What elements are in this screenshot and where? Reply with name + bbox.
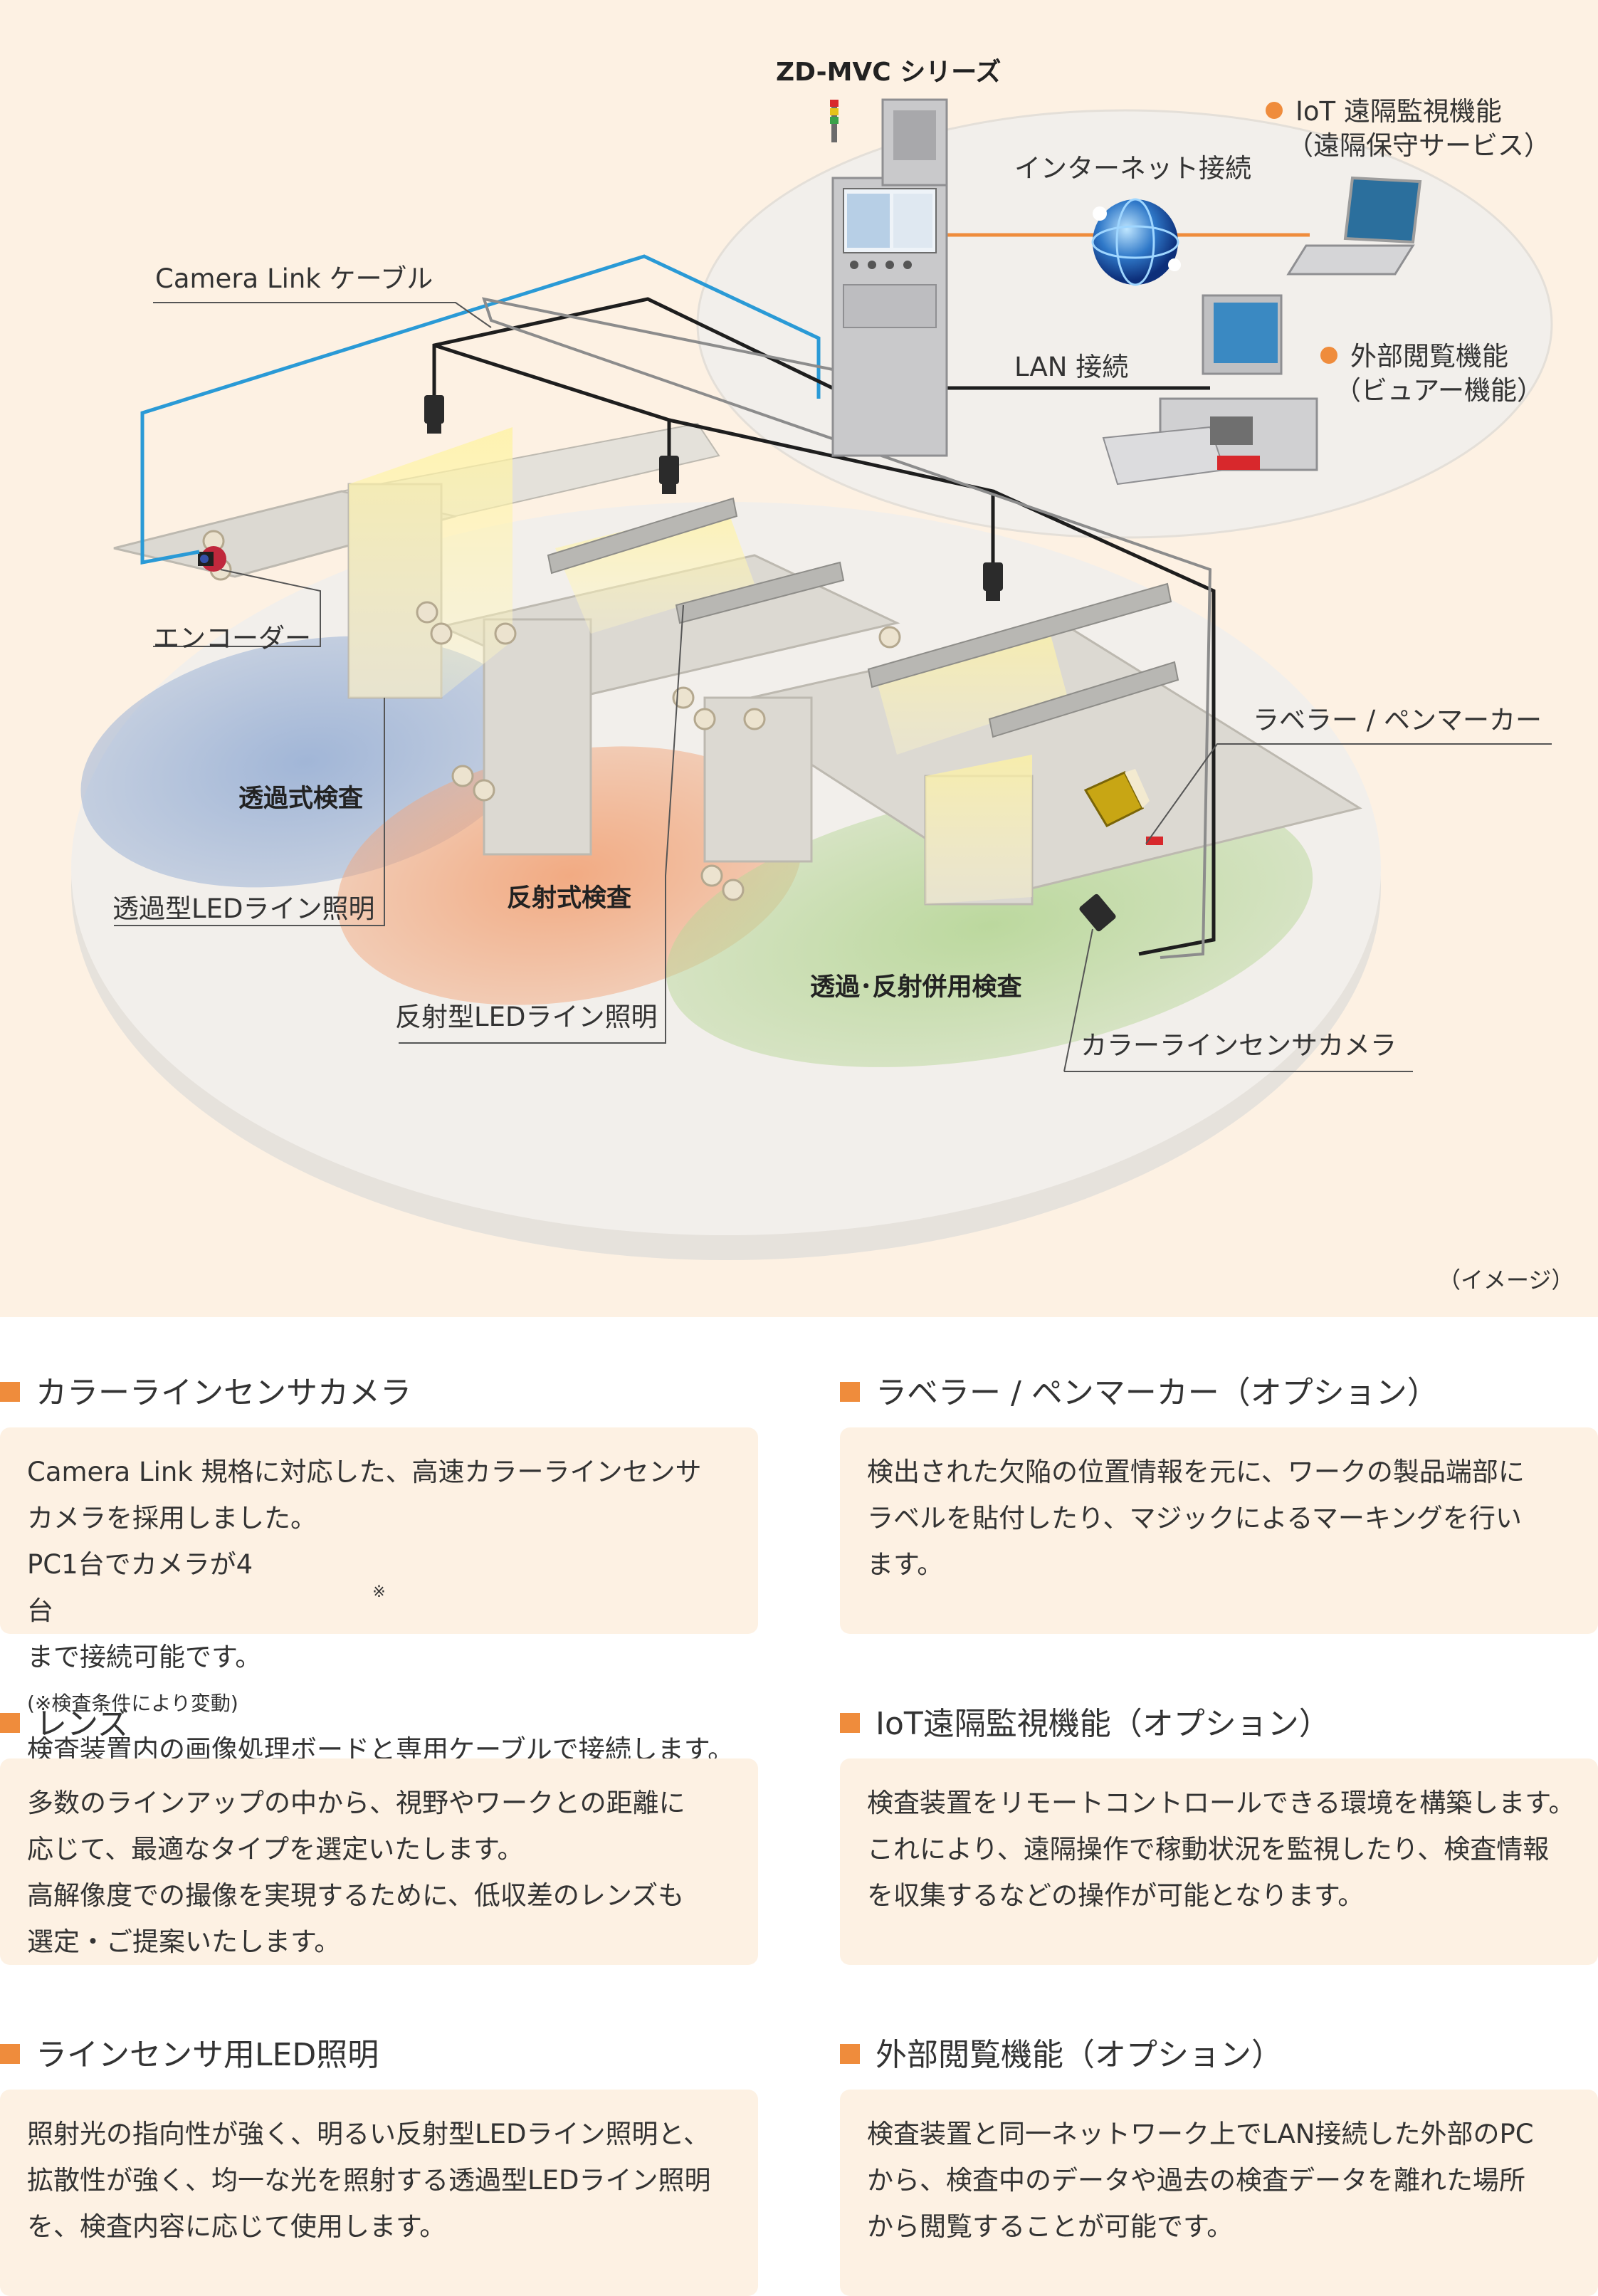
desktop-pc-icon [1102, 294, 1318, 486]
section-title-led: ラインセンサ用LED照明 [0, 2040, 379, 2071]
rollers [202, 530, 901, 901]
light-beam-transmissive [349, 427, 512, 698]
image-note: （イメージ） [1438, 1267, 1575, 1294]
labeler-device [1083, 769, 1163, 845]
transmissive-led-label: 透過型LEDライン照明 [112, 893, 375, 924]
black-cables [432, 297, 1216, 956]
color-camera-label: カラーラインセンサカメラ [1081, 1030, 1397, 1061]
web-film-drop-2 [483, 618, 592, 856]
reflective-led-bar-3 [867, 582, 1172, 688]
section-body-led: 照射光の指向性が強く、明るい反射型LEDライン照明と、 拡散性が強く、均一な光を… [0, 2090, 758, 2296]
orange-square-icon [0, 2044, 20, 2064]
diagram-illustration [71, 98, 1553, 1260]
section-title-external: 外部閲覧機能（オプション） [840, 2040, 1283, 2071]
section-body-iot: 検査装置をリモートコントロールできる環境を構築します。 これにより、遠隔操作で稼… [840, 1758, 1598, 1965]
zone-label-reflective: 反射式検査 [507, 884, 632, 913]
line-camera-icons [424, 395, 1116, 932]
internet-label: インターネット接続 [1014, 153, 1251, 184]
camera-link-label: Camera Link ケーブル [155, 263, 433, 294]
external-feature-sub: （ビュアー機能） [1335, 375, 1544, 406]
section-title-iot: IoT遠隔監視機能（オプション） [840, 1709, 1330, 1740]
orange-dot-icon [1320, 347, 1337, 364]
leader-lines [114, 302, 1552, 1072]
iot-feature: IoT 遠隔監視機能 （遠隔保守サービス） [1266, 95, 1550, 163]
reflective-led-bar-1 [547, 497, 738, 575]
section-body-lens: 多数のラインアップの中から、視野やワークとの距離に 応じて、最適なタイプを選定い… [0, 1758, 758, 1965]
reflective-led-bar-2 [675, 561, 845, 624]
system-diagram: ZD-MVC シリーズ Camera Link ケーブル インターネット接続 L… [0, 0, 1598, 1317]
orange-square-icon [0, 1382, 20, 1402]
camera-link-cable [140, 254, 821, 565]
section-title-camera: カラーラインセンサカメラ [0, 1378, 411, 1409]
section-body-labeler: 検出された欠陥の位置情報を元に、ワークの製品端部に ラベルを貼付したり、マジック… [840, 1427, 1598, 1634]
light-beam-combined-bottom [925, 755, 1032, 904]
system-title: ZD-MVC シリーズ [776, 58, 1002, 87]
section-title-labeler: ラベラー / ペンマーカー（オプション） [840, 1378, 1439, 1409]
section-title-lens: レンズ [0, 1709, 129, 1740]
external-feature-name: 外部閲覧機能 [1350, 341, 1508, 372]
labeler-label: ラベラー / ペンマーカー [1253, 705, 1542, 735]
orange-square-icon [840, 1382, 860, 1402]
zone-label-transmissive: 透過式検査 [238, 785, 364, 813]
orange-square-icon [840, 1713, 860, 1733]
encoder-device [198, 546, 226, 572]
orange-square-icon [0, 1713, 20, 1733]
orange-square-icon [840, 2044, 860, 2064]
section-body-external: 検査装置と同一ネットワーク上でLAN接続した外部のPC から、検査中のデータや過… [840, 2090, 1598, 2296]
encoder-label: エンコーダー [153, 623, 311, 654]
external-feature: 外部閲覧機能 （ビュアー機能） [1320, 340, 1543, 408]
reflective-led-bar-4 [988, 661, 1179, 738]
inspection-cabinet [830, 98, 948, 457]
iot-feature-name: IoT 遠隔監視機能 [1295, 96, 1502, 127]
zone-label-combined: 透過･反射併用検査 [810, 973, 1022, 1002]
light-beam-combined-top [876, 619, 1068, 755]
iot-feature-sub: （遠隔保守サービス） [1287, 130, 1550, 161]
orange-dot-icon [1266, 102, 1283, 119]
globe-icon [1091, 198, 1181, 286]
section-body-camera: Camera Link 規格に対応した、高速カラーラインセンサ カメラを採用しま… [0, 1427, 758, 1765]
reflective-led-label: 反射型LEDライン照明 [395, 1002, 658, 1032]
lan-label: LAN 接続 [1014, 352, 1129, 382]
laptop-icon [1286, 176, 1422, 276]
